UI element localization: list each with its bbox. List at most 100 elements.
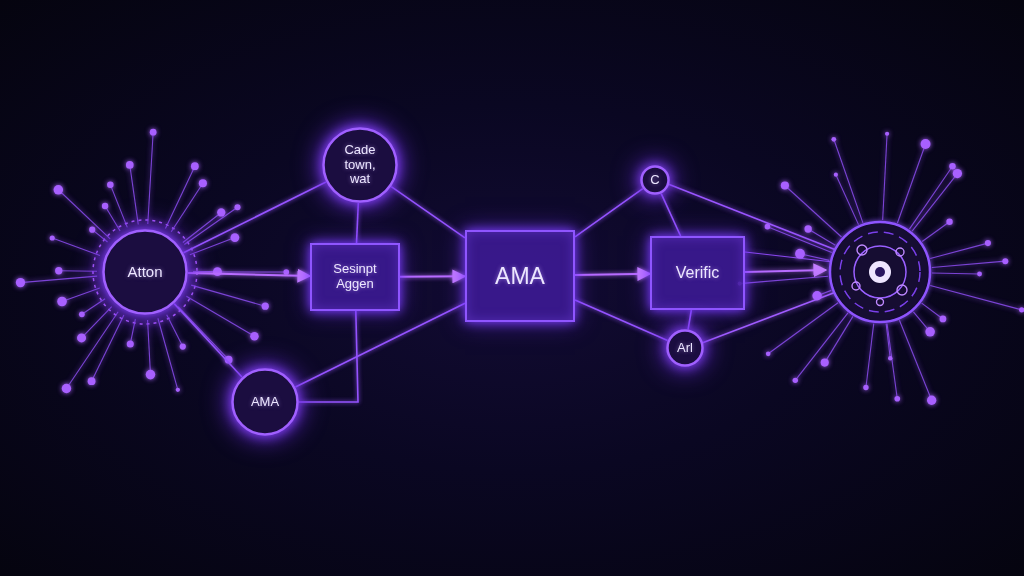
circle-outline: [104, 231, 187, 314]
spike-dot: [102, 203, 108, 209]
spike-line: [165, 166, 194, 228]
spike-line: [130, 319, 135, 344]
connector-line: [183, 182, 325, 253]
spike-ray: [930, 240, 991, 258]
spike-dot: [940, 316, 947, 323]
spike-line: [110, 185, 127, 228]
node-label: Atton: [127, 263, 162, 280]
spike-line: [178, 307, 229, 360]
spike-dot: [985, 240, 991, 246]
spike-ray: [127, 319, 136, 347]
spike-line: [883, 134, 887, 220]
spike-line: [105, 206, 120, 231]
spike-dot: [77, 333, 86, 342]
spike-ray: [178, 307, 232, 364]
spike-dot: [234, 204, 240, 210]
flow-arrow: [575, 274, 650, 275]
spike-ray: [171, 179, 207, 232]
spike-ray: [887, 324, 900, 402]
spike-line: [148, 320, 151, 375]
spike-dot: [925, 327, 935, 337]
spike-dot: [863, 385, 868, 390]
spike-line: [171, 183, 203, 232]
spike-ray: [795, 249, 829, 261]
spike-dot: [250, 332, 259, 341]
spike-dot: [126, 161, 134, 169]
hub-glyph: [897, 285, 907, 295]
flow-arrow: [188, 273, 310, 276]
spike-ray: [804, 225, 835, 245]
spike-line: [866, 324, 874, 388]
spike-ray: [913, 312, 934, 337]
spike-ray: [57, 288, 100, 306]
spike-line: [785, 186, 842, 238]
spike-dot: [89, 227, 95, 233]
spike-ray: [54, 185, 111, 239]
spike-ray: [793, 313, 848, 383]
spike-line: [62, 288, 100, 301]
spike-ray: [922, 303, 947, 322]
spike-ray: [899, 320, 936, 405]
spike-line: [66, 312, 118, 389]
spike-dot: [127, 340, 134, 347]
spike-ray: [79, 299, 105, 317]
spike-ray: [50, 235, 100, 255]
spike-dot: [834, 173, 838, 177]
node-label: C: [650, 173, 659, 188]
process-box: Sesinpt Aggen: [310, 243, 400, 311]
connector-line: [575, 189, 643, 237]
circle-outline: [233, 370, 298, 435]
spike-dot: [921, 139, 931, 149]
spike-dot: [283, 269, 289, 275]
spike-line: [930, 285, 1021, 309]
spike-line: [740, 276, 828, 283]
spike-dot: [176, 388, 180, 392]
spike-dot: [199, 179, 207, 187]
hub-ring: [830, 222, 930, 322]
circle-outline: [642, 167, 669, 194]
connector-line: [295, 303, 465, 387]
hub-core: [869, 261, 891, 283]
spike-ray: [932, 271, 982, 276]
spike-line: [922, 303, 943, 319]
spike-line: [167, 315, 183, 347]
spike-ray: [62, 312, 118, 393]
hub-glyph: [877, 299, 884, 306]
spike-dot: [894, 396, 900, 402]
spike-dot: [217, 208, 225, 216]
spike-ray: [148, 129, 157, 224]
spike-ray: [165, 162, 198, 228]
process-circle: Arl: [666, 329, 704, 367]
spike-dot: [831, 137, 836, 142]
spike-dot: [62, 384, 71, 393]
spike-ray: [77, 307, 112, 343]
hub-glyph: [896, 248, 904, 256]
spike-ray: [766, 303, 838, 356]
spike-ray: [158, 318, 180, 392]
spike-line: [92, 315, 124, 381]
connector-line: [357, 203, 359, 243]
spike-ray: [186, 296, 258, 340]
spike-dot: [781, 181, 789, 189]
connector-line: [688, 310, 691, 329]
hub-ring: [854, 246, 906, 298]
circle-outline: [324, 129, 397, 202]
spike-dot: [88, 377, 96, 385]
spike-dot: [57, 297, 67, 307]
spike-line: [148, 132, 153, 224]
connector-line: [745, 252, 833, 262]
spike-dot: [54, 185, 64, 195]
spike-line: [183, 212, 221, 242]
hub-symbol: [830, 222, 930, 322]
hub-glyph: [852, 282, 860, 290]
spike-ray: [102, 203, 120, 231]
hub-core: [875, 267, 885, 277]
spike-dot: [16, 278, 25, 287]
process-circle: Atton: [102, 229, 188, 315]
spike-dot: [180, 343, 186, 349]
spike-dot: [1019, 307, 1024, 312]
spike-line: [795, 313, 848, 380]
spike-line: [922, 222, 949, 242]
spike-line: [930, 243, 988, 258]
spike-line: [887, 324, 897, 399]
